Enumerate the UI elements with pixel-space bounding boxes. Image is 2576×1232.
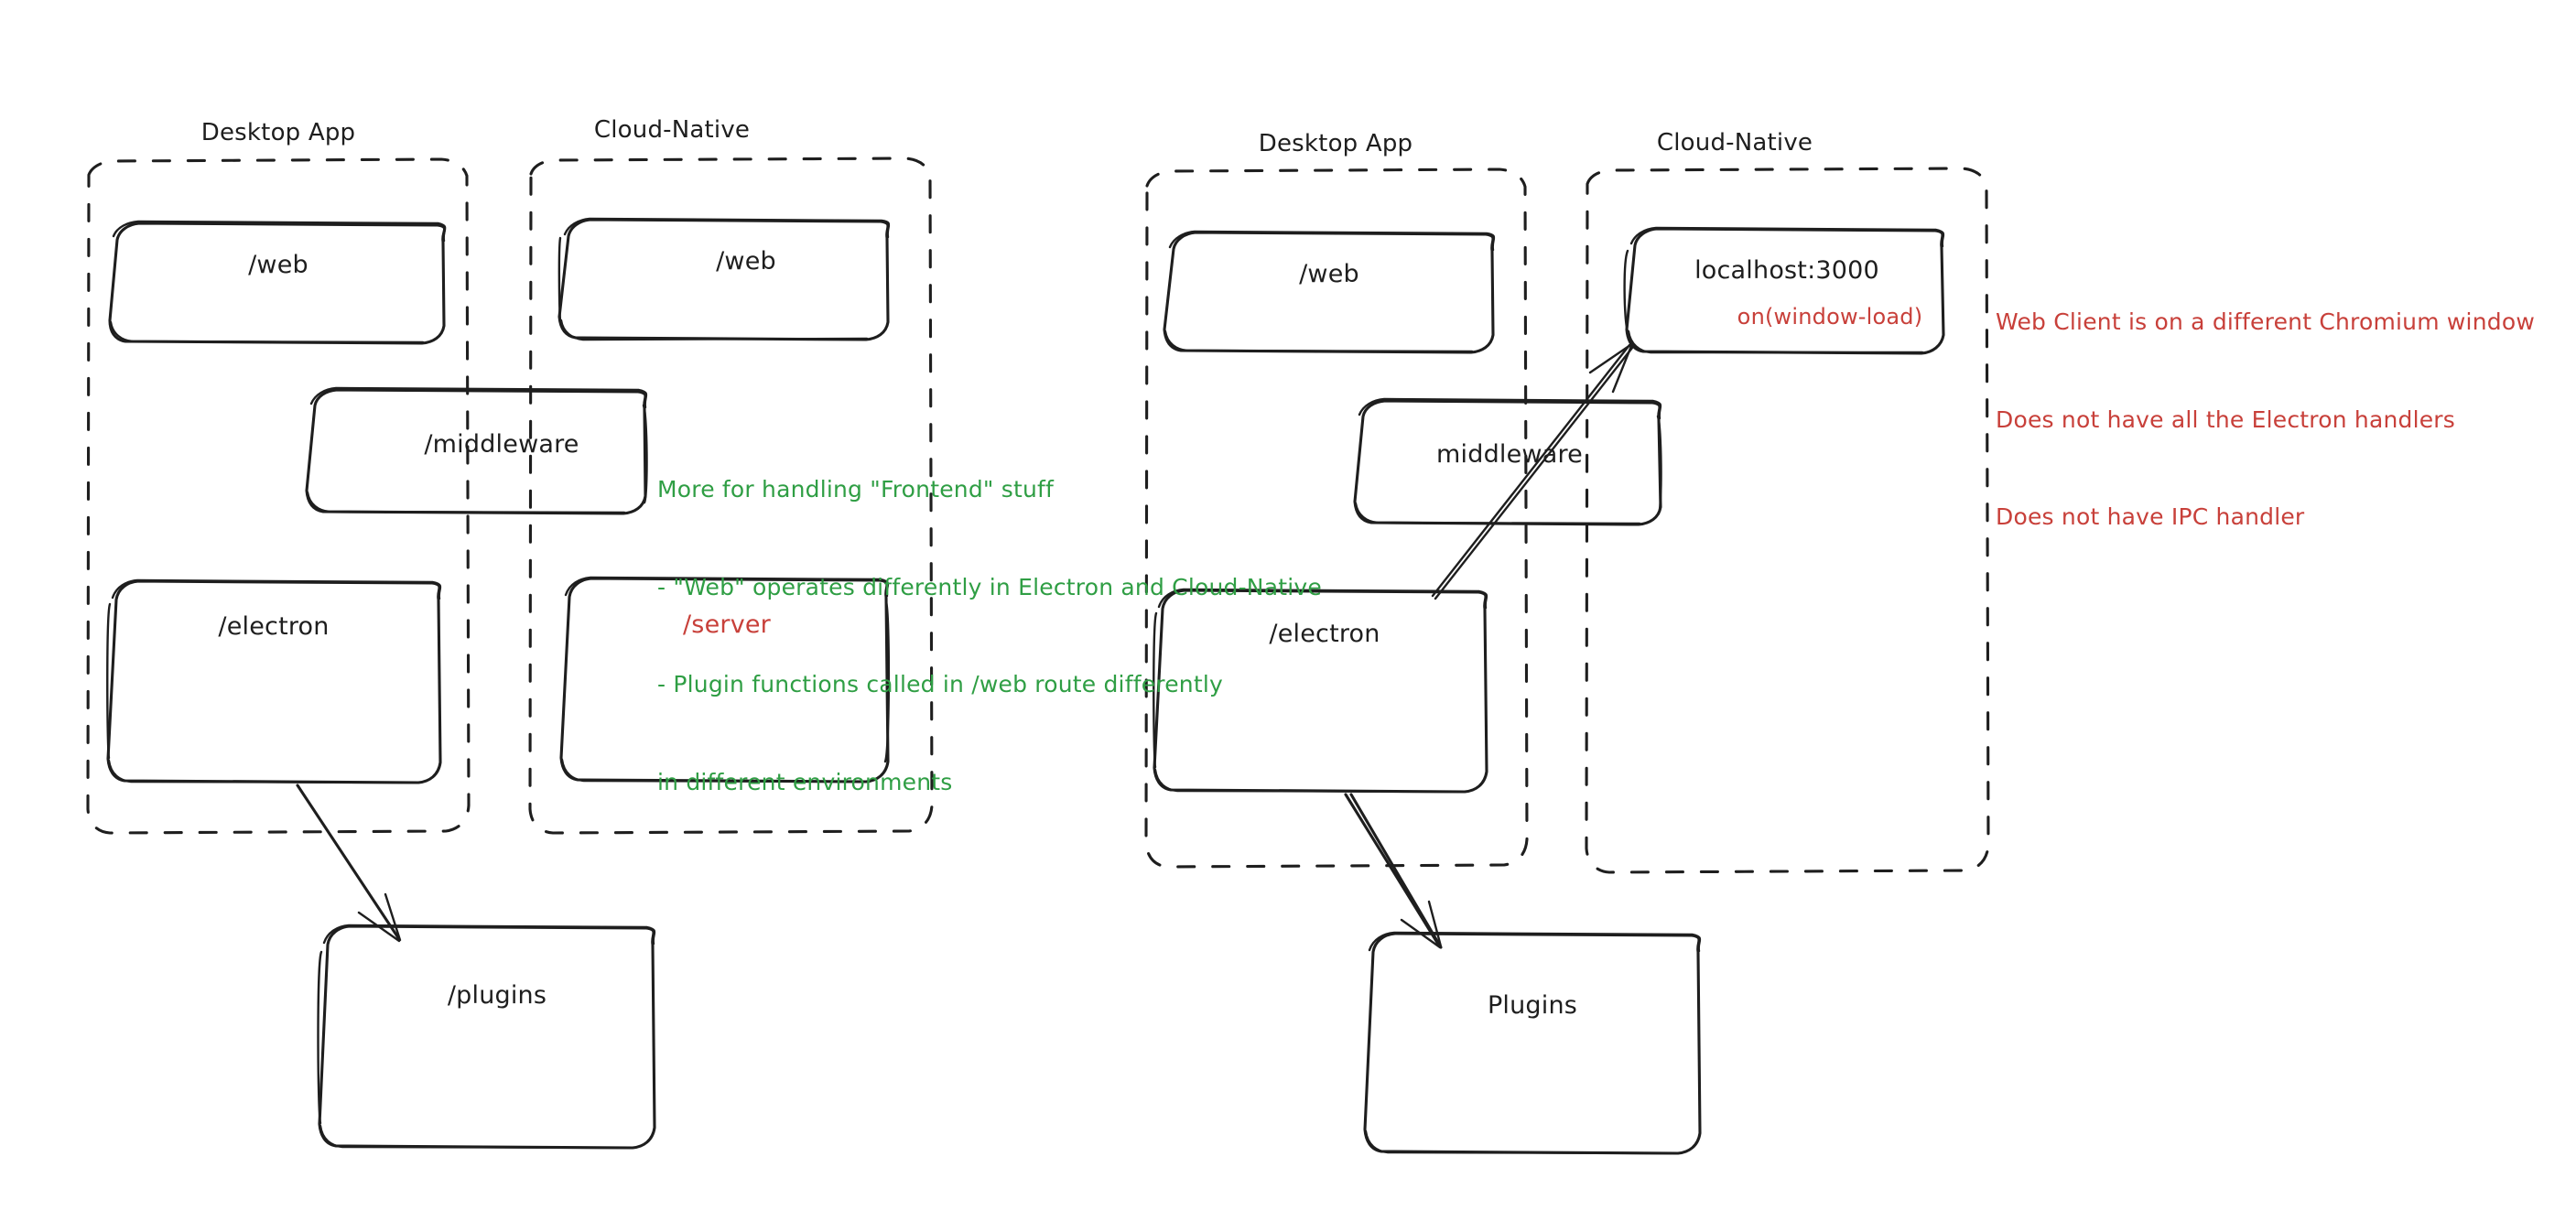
group-title-left-desktop-app: Desktop App bbox=[200, 119, 356, 146]
arrow-right-electron-to-plugins bbox=[1344, 793, 1443, 949]
node-outline-left-electron bbox=[106, 578, 442, 784]
group-title-left-cloud-native: Cloud-Native bbox=[593, 116, 751, 144]
node-outline-left-cloud-web bbox=[557, 217, 891, 341]
group-title-right-cloud-native: Cloud-Native bbox=[1656, 129, 1813, 157]
group-outline-right-cloud-native bbox=[1585, 167, 1990, 874]
node-label-right-localhost: localhost:3000 bbox=[1694, 256, 1879, 285]
annotation-note-web-client: Web Client is on a different Chromium wi… bbox=[1996, 241, 2535, 599]
node-outline-right-localhost bbox=[1623, 226, 1945, 355]
node-label-left-middleware: /middleware bbox=[424, 430, 579, 459]
node-sublabel-right-localhost: on(window-load) bbox=[1737, 304, 1923, 330]
node-label-left-server: /server bbox=[683, 611, 771, 639]
node-outline-left-middleware bbox=[305, 386, 648, 515]
group-title-right-desktop-app: Desktop App bbox=[1258, 130, 1413, 157]
node-label-right-plugins: Plugins bbox=[1487, 991, 1578, 1020]
node-outline-right-electron bbox=[1153, 588, 1488, 794]
annotation-line: Does not have all the Electron handlers bbox=[1996, 405, 2456, 433]
group-outline-left-desktop-app bbox=[86, 157, 471, 835]
node-outline-left-desktop-web bbox=[108, 220, 447, 345]
group-outline-right-desktop-app bbox=[1144, 168, 1529, 869]
node-label-left-cloud-web: /web bbox=[716, 247, 776, 276]
annotation-line: Does not have IPC handler bbox=[1996, 503, 2305, 530]
arrow-right-electron-to-localhost bbox=[1431, 343, 1634, 600]
annotation-note-frontend: More for handling "Frontend" stuff - "We… bbox=[657, 408, 1322, 863]
annotation-line: More for handling "Frontend" stuff bbox=[657, 476, 1055, 503]
node-outline-right-middleware bbox=[1353, 397, 1662, 526]
node-label-left-desktop-web: /web bbox=[248, 251, 308, 279]
node-label-right-electron: /electron bbox=[1269, 620, 1380, 648]
node-outline-left-plugins bbox=[317, 924, 656, 1150]
node-label-right-middleware: middleware bbox=[1436, 440, 1583, 469]
arrow-left-electron-to-plugins bbox=[296, 784, 402, 943]
node-label-left-plugins: /plugins bbox=[447, 981, 547, 1010]
annotation-line: in different environments bbox=[657, 768, 953, 795]
node-label-left-electron: /electron bbox=[218, 612, 330, 641]
node-outline-right-desktop-web bbox=[1163, 230, 1496, 354]
annotation-line: - "Web" operates differently in Electron… bbox=[657, 573, 1322, 600]
annotation-line: Web Client is on a different Chromium wi… bbox=[1996, 308, 2535, 335]
node-outline-left-server bbox=[559, 576, 891, 784]
annotation-line: - Plugin functions called in /web route … bbox=[657, 671, 1223, 697]
node-label-right-desktop-web: /web bbox=[1299, 260, 1359, 288]
node-outline-right-plugins bbox=[1363, 931, 1702, 1155]
